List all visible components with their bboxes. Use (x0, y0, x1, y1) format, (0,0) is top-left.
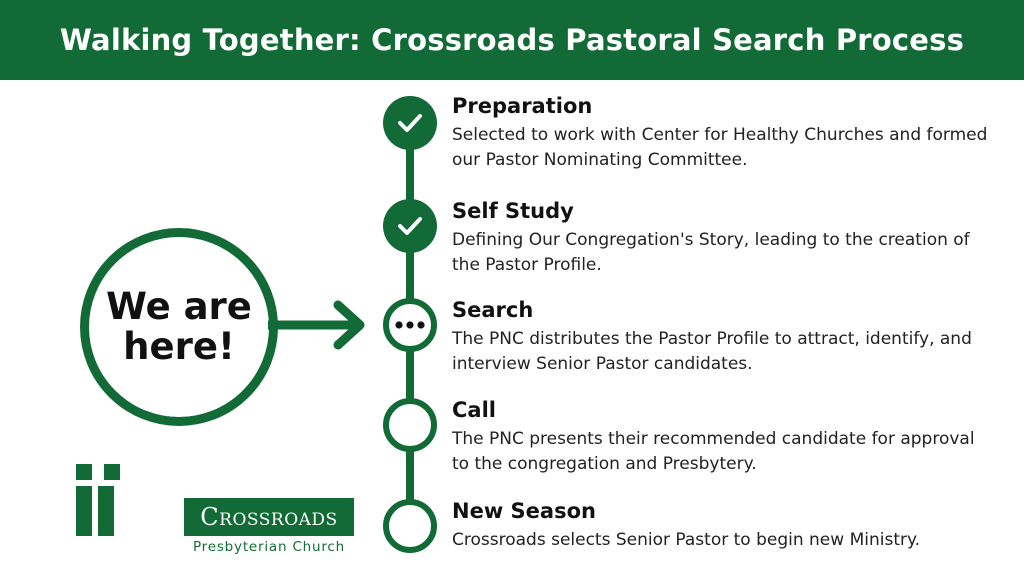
pointer-arrow-icon (268, 300, 365, 350)
page-title: Walking Together: Crossroads Pastoral Se… (59, 23, 965, 57)
logo-bar-mark (76, 486, 92, 536)
logo-name: Crossroads (200, 503, 338, 531)
ellipsis-icon (395, 321, 425, 329)
header-banner: Walking Together: Crossroads Pastoral Se… (0, 0, 1024, 80)
step-description-self-study: Defining Our Congregation's Story, leadi… (452, 230, 970, 275)
step-node-new-season (383, 499, 437, 553)
logo-square-mark (104, 464, 120, 480)
step-node-search (383, 298, 437, 352)
step-node-self-study (383, 199, 437, 253)
we-are-here-badge: We are here! (80, 228, 278, 426)
logo-bar-mark (98, 486, 114, 536)
step-title-self-study: Self Study (452, 199, 574, 223)
badge-text: We are here! (106, 285, 252, 368)
step-title-preparation: Preparation (452, 94, 593, 118)
step-title-search: Search (452, 298, 534, 322)
step-title-new-season: New Season (452, 499, 596, 523)
step-node-call (383, 398, 437, 452)
logo-subtitle: Presbyterian Church (192, 539, 346, 555)
step-description-preparation: Selected to work with Center for Healthy… (452, 125, 988, 170)
step-description-search: The PNC distributes the Pastor Profile t… (452, 329, 972, 374)
crossroads-logo: Crossroads Presbyterian Church (76, 464, 354, 559)
step-description-call: The PNC presents their recommended candi… (452, 429, 975, 474)
check-icon (398, 114, 422, 132)
step-node-preparation (383, 96, 437, 150)
check-icon (398, 217, 422, 235)
logo-wordmark-box: Crossroads (184, 498, 354, 536)
step-title-call: Call (452, 398, 496, 422)
logo-square-mark (76, 464, 92, 480)
step-description-new-season: Crossroads selects Senior Pastor to begi… (452, 530, 921, 550)
